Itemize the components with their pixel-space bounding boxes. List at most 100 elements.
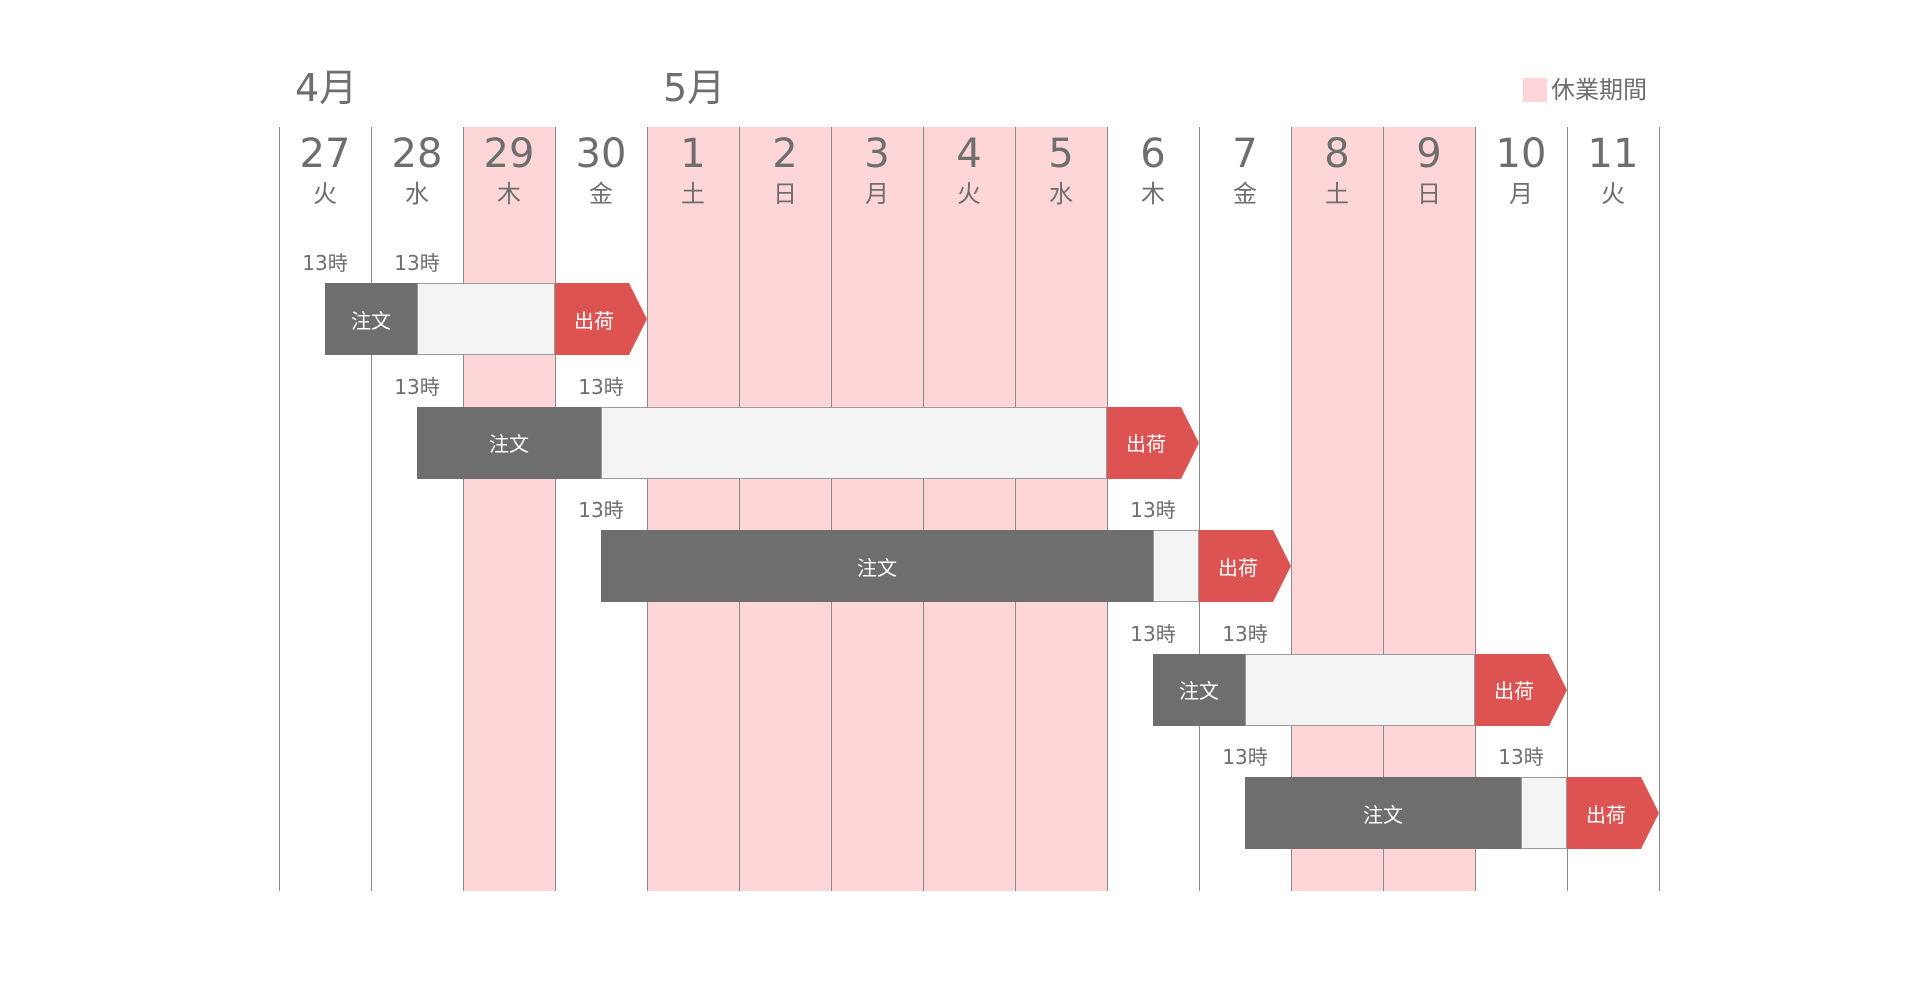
day-grid-line xyxy=(1015,127,1016,891)
shipping-arrow-polygon xyxy=(1475,653,1567,726)
day-weekday: 木 xyxy=(497,180,521,208)
holiday-column xyxy=(831,127,923,891)
order-cutoff-time: 13時 xyxy=(394,251,440,275)
waiting-period-bar xyxy=(1521,777,1567,849)
day-grid-line xyxy=(923,127,924,891)
waiting-period-bar xyxy=(601,406,1107,479)
holiday-column xyxy=(1015,127,1107,891)
day-weekday: 木 xyxy=(1141,180,1165,208)
day-number: 30 xyxy=(575,131,627,177)
shipping-arrow-polygon xyxy=(555,283,647,355)
shipping-arrow-polygon xyxy=(1567,777,1659,849)
shipping-arrow: 出荷 xyxy=(1567,777,1659,849)
day-number: 1 xyxy=(680,131,706,177)
day-grid-line xyxy=(1659,127,1660,891)
shipping-arrow-shape xyxy=(1475,653,1567,726)
holiday-column xyxy=(739,127,831,891)
shipping-arrow: 出荷 xyxy=(1107,406,1199,479)
legend-holiday-swatch xyxy=(1523,78,1547,102)
shipping-label: 出荷 xyxy=(1494,679,1534,703)
shipping-arrow: 出荷 xyxy=(1475,653,1567,726)
day-number: 8 xyxy=(1324,131,1350,177)
day-grid-line xyxy=(555,127,556,891)
day-weekday: 月 xyxy=(1509,180,1533,208)
legend-holiday-label: 休業期間 xyxy=(1551,76,1647,104)
day-number: 10 xyxy=(1495,131,1547,177)
day-grid-line xyxy=(463,127,464,891)
shipping-arrow-shape xyxy=(1107,406,1199,479)
order-cutoff-time: 13時 xyxy=(578,374,624,399)
waiting-period-bar xyxy=(417,283,555,355)
shipping-arrow-polygon xyxy=(1107,406,1199,479)
day-grid-line xyxy=(1199,127,1200,891)
day-weekday: 水 xyxy=(405,180,429,208)
shipping-arrow: 出荷 xyxy=(1199,530,1291,602)
day-grid-line xyxy=(279,127,280,891)
day-number: 2 xyxy=(772,131,798,177)
shipping-label: 出荷 xyxy=(1126,432,1166,456)
shipping-arrow: 出荷 xyxy=(555,283,647,355)
day-number: 28 xyxy=(391,131,443,177)
holiday-column xyxy=(647,127,739,891)
day-weekday: 火 xyxy=(1601,180,1625,208)
order-cutoff-time: 13時 xyxy=(1130,498,1176,522)
shipping-arrow-shape xyxy=(1199,530,1291,602)
order-cutoff-time: 13時 xyxy=(1222,621,1268,646)
day-weekday: 火 xyxy=(957,180,981,208)
day-grid-line xyxy=(1567,127,1568,891)
day-grid-line xyxy=(371,127,372,891)
day-number: 6 xyxy=(1140,131,1166,177)
day-weekday: 日 xyxy=(773,180,797,208)
shipping-arrow-shape xyxy=(1567,777,1659,849)
order-start-time: 13時 xyxy=(1130,621,1176,646)
day-number: 29 xyxy=(483,131,535,177)
month-label: 4月 xyxy=(295,66,358,110)
waiting-period-bar xyxy=(1245,653,1475,726)
day-grid-line xyxy=(831,127,832,891)
day-weekday: 火 xyxy=(313,180,337,208)
waiting-period-bar xyxy=(1153,530,1199,602)
day-grid-line xyxy=(1383,127,1384,891)
day-number: 4 xyxy=(956,131,982,177)
order-start-time: 13時 xyxy=(394,374,440,399)
holiday-column xyxy=(923,127,1015,891)
order-period-bar: 注文 xyxy=(1245,777,1521,849)
day-weekday: 日 xyxy=(1417,180,1441,208)
day-weekday: 土 xyxy=(681,180,705,208)
day-weekday: 月 xyxy=(865,180,889,208)
shipping-label: 出荷 xyxy=(1586,802,1626,827)
month-label: 5月 xyxy=(663,66,726,110)
shipping-arrow-polygon xyxy=(1199,530,1291,602)
holiday-column xyxy=(1291,127,1383,891)
day-grid-line xyxy=(1107,127,1108,891)
shipping-label: 出荷 xyxy=(1218,555,1258,580)
day-grid-line xyxy=(1291,127,1292,891)
day-grid-line xyxy=(739,127,740,891)
legend: 休業期間 xyxy=(1523,74,1647,106)
order-start-time: 13時 xyxy=(578,498,624,522)
day-grid-line xyxy=(1475,127,1476,891)
day-weekday: 金 xyxy=(589,180,613,208)
order-start-time: 13時 xyxy=(302,251,348,275)
order-start-time: 13時 xyxy=(1222,745,1268,769)
shipping-arrow-shape xyxy=(555,283,647,355)
order-period-bar: 注文 xyxy=(417,406,601,479)
day-number: 11 xyxy=(1587,131,1639,177)
day-weekday: 金 xyxy=(1233,180,1257,208)
order-cutoff-time: 13時 xyxy=(1498,745,1544,769)
day-number: 9 xyxy=(1416,131,1442,177)
holiday-column xyxy=(1383,127,1475,891)
day-grid-line xyxy=(647,127,648,891)
shipping-label: 出荷 xyxy=(574,308,614,333)
day-number: 3 xyxy=(864,131,890,177)
day-number: 5 xyxy=(1048,131,1074,177)
order-period-bar: 注文 xyxy=(1153,653,1245,726)
day-number: 7 xyxy=(1232,131,1258,177)
day-weekday: 土 xyxy=(1325,180,1349,208)
holiday-column xyxy=(463,127,555,891)
order-period-bar: 注文 xyxy=(601,530,1153,602)
order-period-bar: 注文 xyxy=(325,283,417,355)
day-number: 27 xyxy=(299,131,351,177)
day-weekday: 水 xyxy=(1049,180,1073,208)
